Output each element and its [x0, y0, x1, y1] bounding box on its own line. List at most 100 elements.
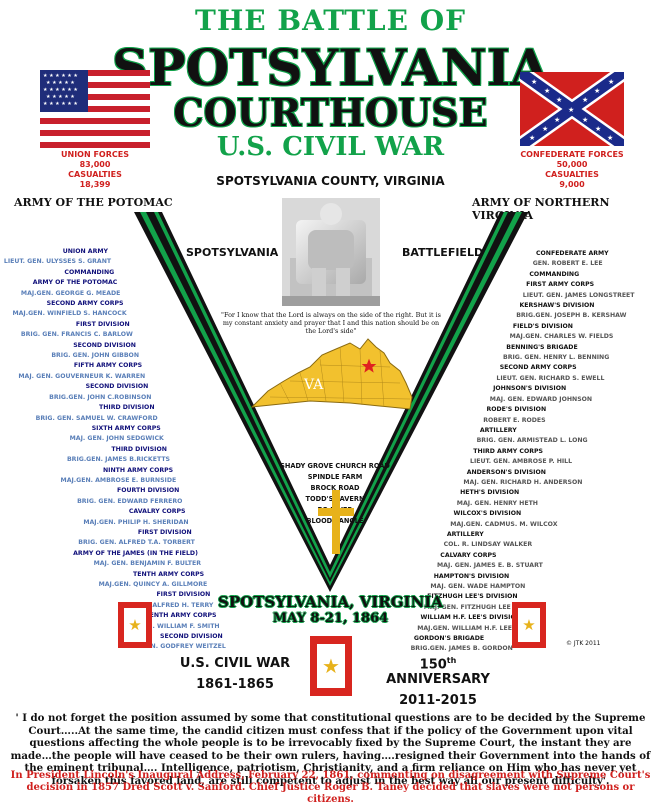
- civil-war-years: 1861-1865: [196, 677, 274, 692]
- svg-text:★: ★: [568, 106, 574, 114]
- roster-line: ARTILLERY: [479, 426, 517, 434]
- gold-star-icon: ★: [522, 616, 536, 634]
- confederate-forces-label: CONFEDERATE FORCES: [520, 150, 624, 159]
- confederate-casualties-count: 9,000: [559, 180, 585, 189]
- roster-line: BRIG. GEN. ARMISTEAD L. LONG: [476, 437, 588, 445]
- roster-line: MAJ.GEN. QUINCY A. GILLMORE: [98, 581, 208, 588]
- roster-line: SECOND DIVISION: [85, 383, 149, 391]
- roster-line: LIEUT. GEN. RICHARD S. EWELL: [496, 374, 605, 382]
- roster-line: BRIG. GEN. ALFRED T.A. TORBERT: [78, 539, 195, 547]
- cross-icon: [318, 490, 354, 554]
- roster-line: ARMY OF THE POTOMAC: [32, 279, 118, 287]
- roster-line: ROBERT E. RODES: [483, 416, 546, 424]
- star-marker-icon: [361, 358, 377, 373]
- roster-line: ANDERSON'S DIVISION: [466, 468, 546, 476]
- roster-line: MAJ. GEN. BENJAMIN F. BULTER: [93, 560, 201, 568]
- spotsylvania-label: SPOTSYLVANIA: [186, 246, 279, 259]
- roster-line: FIELD'S DIVISION: [512, 322, 573, 330]
- roster-line: MAJ. GEN. RICHARD H. ANDERSON: [463, 478, 583, 486]
- roster-line: ARTILLERY: [446, 530, 484, 538]
- roster-line: HETH'S DIVISION: [460, 489, 520, 497]
- svg-text:★: ★: [608, 78, 614, 86]
- roster-line: SIXTH ARMY CORPS: [91, 424, 161, 432]
- copyright: © JTK 2011: [566, 640, 601, 647]
- union-casualties-label: CASUALTIES: [68, 170, 122, 179]
- lincoln-memorial-statue: [282, 198, 380, 306]
- roster-line: MAJ. GEN. EDWARD JOHNSON: [489, 395, 593, 403]
- anniversary-years: 2011-2015: [399, 693, 477, 709]
- gold-star-icon: ★: [322, 654, 340, 678]
- roster-line: ALFRED H. TERRY: [152, 601, 214, 609]
- anniversary-title: 150th ANNIVERSARY: [386, 656, 490, 688]
- roster-line: BENNING'S BRIGADE: [506, 343, 578, 351]
- roster-line: MAJ. GEN. JAMES E. B. STUART: [437, 562, 543, 570]
- roster-line: FIRST DIVISION: [137, 528, 192, 536]
- roster-line: FIRST DIVISION: [75, 320, 130, 328]
- roster-line: MAJ.GEN. GEORGE G. MEADE: [20, 289, 121, 297]
- roster-line: BRIG. GEN. SAMUEL W. CRAWFORD: [35, 414, 158, 422]
- roster-line: FITZHUGH LEE'S DIVISION: [427, 593, 518, 601]
- roster-line: MAJ. GEN. JOHN SEDGWICK: [69, 435, 164, 443]
- virginia-map: [250, 338, 413, 410]
- svg-text:★: ★: [542, 125, 548, 133]
- title-line-1: THE BATTLE OF: [195, 4, 466, 37]
- roster-line: RODE'S DIVISION: [486, 406, 547, 414]
- title-line-4: U.S. CIVIL WAR: [216, 132, 445, 162]
- confederate-stats: CONFEDERATE FORCES 50,000 CASUALTIES 9,0…: [512, 150, 632, 190]
- roster-line: SECOND DIVISION: [73, 341, 136, 349]
- roster-line: BRIG. GEN. JOHN GIBBON: [51, 352, 139, 360]
- roster-line: BRIG.GEN. JOSEPH B. KERSHAW: [516, 312, 627, 320]
- battle-location-banner: SPOTSYLVANIA, VIRGINIA: [218, 593, 443, 611]
- svg-text:★ ★ ★ ★ ★ ★: ★ ★ ★ ★ ★ ★: [43, 101, 78, 107]
- roster-line: MAJ. GEN. WILLIAM F. SMITH: [120, 622, 220, 630]
- svg-text:★: ★: [595, 125, 601, 133]
- roster-line: BRIG.GEN. JAMES B. GORDON: [410, 645, 513, 653]
- roster-line: BRIG. GEN. HENRY L. BENNING: [503, 354, 610, 362]
- roster-line: SECOND DIVISION: [160, 633, 223, 641]
- roster-line: GORDON'S BRIGADE: [413, 635, 485, 643]
- union-forces-label: UNION FORCES: [61, 150, 129, 159]
- roster-line: BRIG. GEN. GODFREY WEITZEL: [119, 643, 226, 651]
- roster-line: COL. R. LINDSAY WALKER: [443, 541, 533, 549]
- svg-text:★: ★: [529, 134, 535, 142]
- roster-line: MAJ.GEN. WINFIELD S. HANCOCK: [12, 310, 127, 318]
- roster-line: SECOND ARMY CORPS: [46, 300, 124, 308]
- title-line-2: SPOTSYLVANIA: [111, 38, 550, 97]
- roster-line: HAMPTON'S DIVISION: [433, 572, 510, 580]
- roster-line: BRIG. GEN. EDWARD FERRERO: [77, 497, 183, 505]
- union-army-heading: ARMY OF THE POTOMAC: [14, 196, 173, 209]
- roster-line: MAJ.GEN. AMBROSE E. BURNSIDE: [60, 476, 177, 484]
- roster-line: TENTH ARMY CORPS: [133, 570, 205, 578]
- confederate-forces-count: 50,000: [556, 160, 588, 169]
- svg-text:★ ★ ★ ★ ★: ★ ★ ★ ★ ★: [46, 80, 75, 86]
- roster-line: ARMY OF THE JAMES (IN THE FIELD): [73, 549, 198, 557]
- service-flag-left: ★: [118, 602, 152, 648]
- roster-line: CONFEDERATE ARMY: [536, 250, 609, 257]
- location-item: SPINDLE FARM: [307, 473, 363, 481]
- roster-line: LIEUT. GEN. JAMES LONGSTREET: [522, 291, 635, 299]
- confederate-casualties-label: CASUALTIES: [545, 170, 599, 179]
- us-flag-icon: ★ ★ ★ ★ ★ ★ ★ ★ ★ ★ ★ ★ ★ ★ ★ ★ ★ ★ ★ ★ …: [40, 70, 150, 148]
- svg-text:★ ★ ★ ★ ★ ★: ★ ★ ★ ★ ★ ★: [43, 73, 78, 79]
- svg-text:★: ★: [554, 116, 560, 124]
- anniversary-label: 150th ANNIVERSARY 2011-2015: [368, 656, 508, 708]
- roster-line: CAVALRY CORPS: [128, 508, 186, 516]
- location-item: SHADY GROVE CHURCH ROAD: [280, 462, 390, 470]
- lincoln-inaugural-quote: ' I do not forget the position assumed b…: [10, 712, 651, 787]
- service-flag-center: ★: [310, 636, 352, 696]
- civil-war-title: U.S. CIVIL WAR: [179, 656, 291, 671]
- roster-line: MAJ. GEN. HENRY HETH: [456, 499, 538, 507]
- roster-line: THIRD DIVISION: [99, 404, 155, 412]
- roster-line: MAJ. GEN. WADE HAMPTON: [430, 583, 526, 590]
- roster-line: THIRD DIVISION: [111, 445, 167, 453]
- battle-date-banner: MAY 8-21, 1864: [272, 611, 389, 626]
- battlefield-label: BATTLEFIELD: [402, 246, 484, 259]
- roster-line: NINTH ARMY CORPS: [102, 466, 174, 474]
- roster-line: KERSHAW'S DIVISION: [519, 302, 595, 310]
- roster-line: UNION ARMY: [62, 248, 108, 255]
- roster-line: FIRST ARMY CORPS: [526, 281, 595, 289]
- roster-line: COMMANDING: [529, 270, 580, 278]
- roster-line: CALVARY CORPS: [440, 551, 497, 559]
